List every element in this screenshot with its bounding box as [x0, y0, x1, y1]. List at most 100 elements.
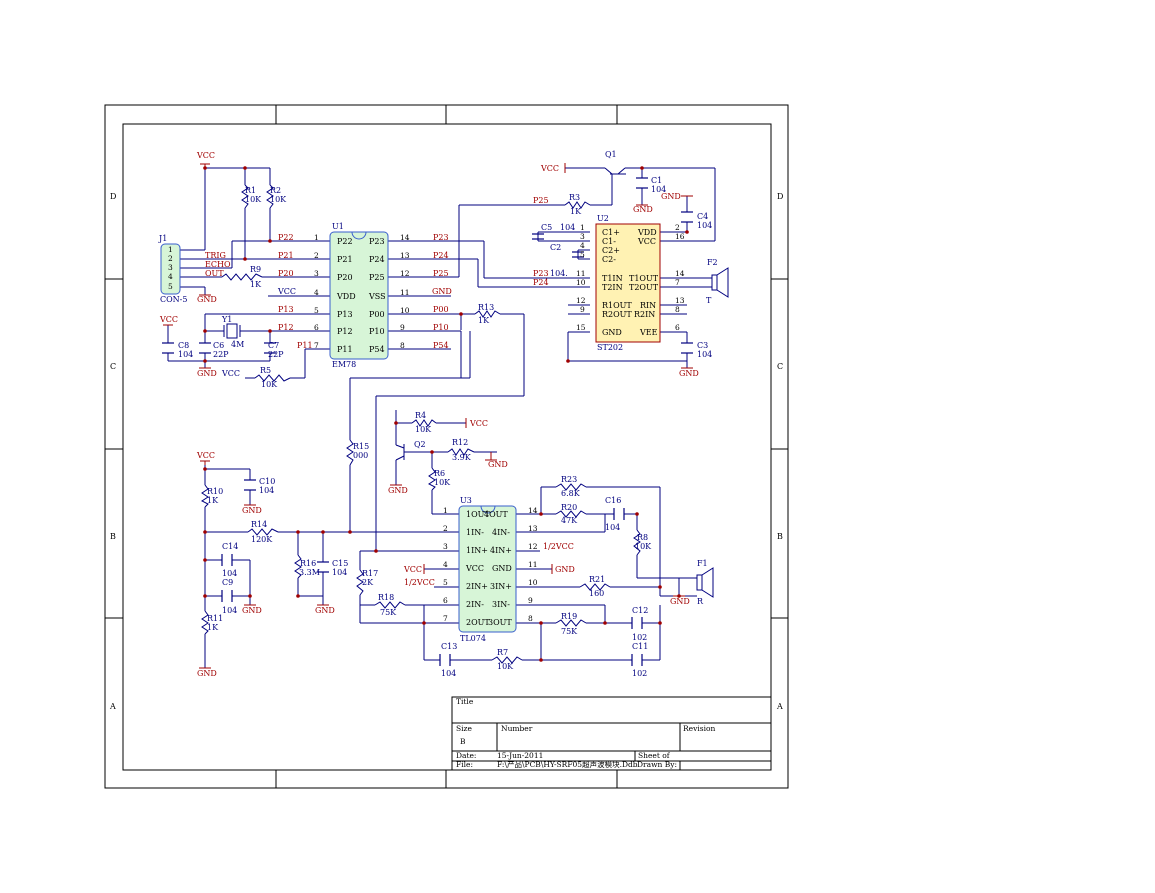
capacitor-bodies: [162, 177, 693, 666]
r2-value: 10K: [270, 195, 287, 204]
u1-pin-num: 5: [314, 306, 319, 315]
u1-value: EM78: [332, 360, 356, 369]
size-value: B: [460, 737, 466, 746]
c14-ref: C14: [222, 542, 238, 551]
u1-pin-num: 9: [400, 323, 405, 332]
c11-ref: C11: [632, 642, 648, 651]
u3-pin-name: 2IN-: [466, 600, 484, 609]
r23-value: 6.8K: [561, 489, 581, 498]
u2-pin-name: C1-: [602, 237, 616, 246]
p20-net-label: P20: [278, 269, 294, 278]
size-label: Size: [456, 724, 472, 733]
f2-speaker: F2 T: [706, 258, 729, 305]
wires: [167, 167, 716, 668]
u1-pin-name: VSS: [368, 292, 386, 301]
u1-pin-num: 8: [400, 341, 405, 350]
c5-body: [532, 233, 544, 240]
vcc-net-label: VCC: [196, 151, 215, 160]
u1-pin-num: 10: [400, 306, 410, 315]
half-vcc-net-label: 1/2VCC: [543, 542, 574, 551]
u1-pin-name: P11: [337, 345, 353, 354]
r3-body: [564, 201, 591, 209]
trig-net-label: TRIG: [205, 251, 226, 260]
p11-net-label: P11: [297, 341, 313, 350]
c1-body: [636, 177, 648, 189]
u1-left-pins: 1 P22 2 P21 3 P20 4 VDD 5 P13 6 P12 7 P1…: [314, 233, 356, 354]
y1-crystal: Y1 4M: [221, 315, 244, 349]
u2-right-pins: 2 VDD 16 VCC 14 T1OUT 7 T2OUT 13 RIN 8 R…: [629, 223, 685, 337]
u1-pin-name: P25: [369, 273, 385, 282]
u1-pin-name: P13: [337, 310, 353, 319]
u3-pin-name: 2IN+: [466, 582, 488, 591]
r5-value: 10K: [261, 380, 278, 389]
r21-ref: R21: [589, 575, 605, 584]
r5-body: [254, 374, 291, 382]
r17-value: 2K: [362, 578, 374, 587]
c9-ref: C9: [222, 578, 233, 587]
r4-body: [411, 419, 437, 427]
u1-pin-num: 2: [314, 251, 319, 260]
u3-pin-num: 1: [443, 506, 448, 515]
r10-body: [201, 484, 209, 508]
r14-body: [247, 528, 279, 536]
c15-ref: C15: [332, 559, 348, 568]
c13-value: 104: [441, 669, 456, 678]
c4-body: [681, 211, 693, 223]
u2-pin-num: 7: [675, 278, 680, 287]
q2-ref: Q2: [414, 440, 426, 449]
c12-value: 102: [632, 633, 647, 642]
u1-pin-name: P23: [369, 237, 385, 246]
p25-net-label: P25: [533, 196, 549, 205]
u3-pin-name: 3IN+: [490, 582, 512, 591]
c10-value: 104: [259, 486, 274, 495]
echo-net-label: ECHO: [205, 260, 231, 269]
r16-value: 3.3M: [299, 568, 320, 577]
c16-value: 104: [605, 523, 620, 532]
u3-pin-num: 8: [528, 614, 533, 623]
c13-body: [439, 654, 451, 666]
u2-pin-name: C2-: [602, 255, 616, 264]
u2-st202: U2 ST202 1 C1+ 3 C1- 4 C2+ 5 C2- 11 T1IN…: [576, 214, 685, 352]
c6-value: 22P: [213, 350, 229, 359]
gnd-net-label: GND: [197, 369, 217, 378]
u2-pin-num: 2: [675, 223, 680, 232]
r4-value: 10K: [415, 425, 432, 434]
u2-pin-num: 9: [580, 305, 585, 314]
u1-pin-name: P10: [369, 327, 385, 336]
r11-value: 1K: [207, 623, 219, 632]
r16-ref: R16: [300, 559, 316, 568]
u3-pin-name: 1IN+: [466, 546, 488, 555]
u3-right-pins: 14 4OUT 13 4IN- 12 4IN+ 11 GND 10 3IN+ 9…: [484, 506, 538, 627]
r15-ref: R15: [353, 442, 369, 451]
u2-pin-num: 4: [580, 241, 585, 250]
u2-pin-num: 15: [576, 323, 586, 332]
u2-pin-num: 5: [580, 250, 585, 259]
p13-net-label: P13: [278, 305, 294, 314]
u2-pin-name: T1IN: [602, 274, 623, 283]
r2-ref: R2: [270, 186, 281, 195]
r7-ref: R7: [497, 648, 508, 657]
r19-value: 75K: [561, 627, 578, 636]
u1-pin-num: 4: [314, 288, 319, 297]
date-label: Date:: [456, 751, 476, 760]
u1-vdd-net-label: VCC: [277, 287, 296, 296]
r3-value: 1K: [570, 207, 582, 216]
r3-ref: R3: [569, 193, 580, 202]
u3-pin-name: 1OUT: [466, 510, 490, 519]
r19-body: [555, 619, 587, 627]
j1-pin-1: 1: [168, 245, 173, 254]
gnd-net-label: GND: [197, 295, 217, 304]
u2-pin-num: 8: [675, 305, 680, 314]
p00-net-label: P00: [433, 305, 449, 314]
r8-ref: R8: [637, 533, 648, 542]
sheet-label: Sheet of: [638, 751, 671, 760]
u2-pin-name: VCC: [637, 237, 656, 246]
r23-body: [555, 483, 587, 491]
gnd-net-label: GND: [488, 460, 508, 469]
u2-pin-num: 12: [576, 296, 586, 305]
r23-ref: R23: [561, 475, 577, 484]
u3-pin-name: 3IN-: [492, 600, 510, 609]
half-vcc-net-label: 1/2VCC: [404, 578, 435, 587]
gnd-net-label: GND: [242, 606, 262, 615]
r1-ref: R1: [245, 186, 256, 195]
